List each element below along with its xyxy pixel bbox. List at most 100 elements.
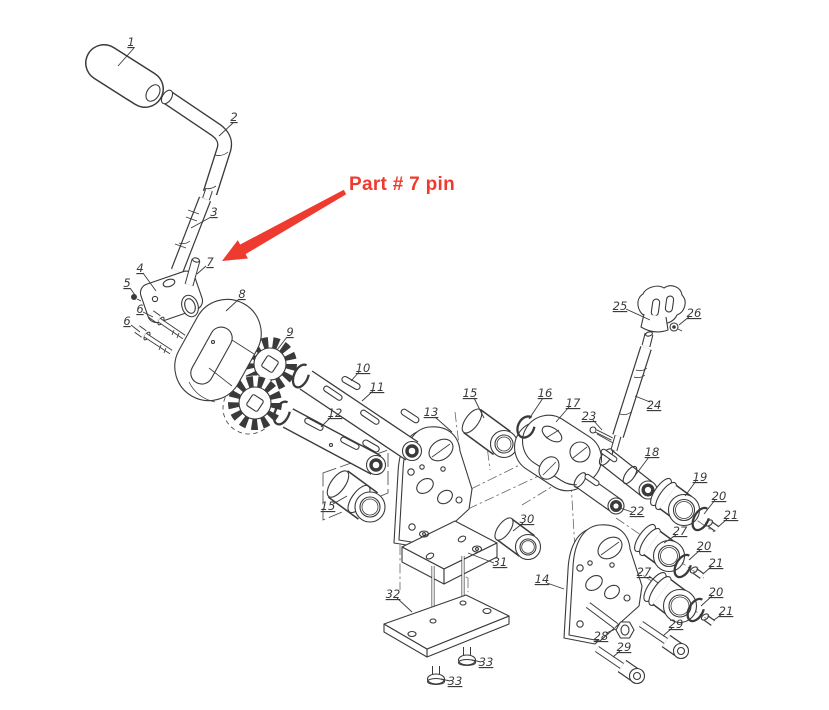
part-label-21: 21: [719, 604, 734, 618]
leader-line-15: [332, 495, 348, 505]
leader-line-20: [703, 499, 716, 515]
part-label-27: 27: [673, 524, 688, 538]
leader-line-21: [717, 518, 728, 528]
part-label-15: 15: [463, 386, 478, 400]
part-label-18: 18: [645, 445, 660, 459]
roller-30: [494, 517, 542, 561]
leader-line-27: [663, 534, 677, 544]
part-label-2: 2: [230, 110, 237, 124]
set-screws-21: [689, 519, 720, 626]
part-label-10: 10: [356, 361, 371, 375]
swivel-block: [514, 414, 602, 492]
part-label-23: 23: [582, 409, 597, 423]
leader-line-15: [473, 397, 485, 419]
leader-line-13: [434, 416, 453, 433]
leader-line-28: [605, 628, 617, 634]
part-label-7: 7: [206, 255, 214, 269]
part-label-28: 28: [594, 629, 609, 643]
leader-line-14: [546, 582, 565, 590]
part-label-20: 20: [712, 489, 727, 503]
leader-line-32: [396, 597, 413, 613]
part-label-22: 22: [630, 504, 645, 518]
leader-line-20: [688, 549, 701, 561]
part-label-25: 25: [613, 299, 628, 313]
annotation-group: Part # 7 pin: [222, 174, 455, 261]
cotter-pin: [589, 426, 614, 444]
short-shaft-22: [573, 472, 625, 515]
leader-line-25: [625, 308, 651, 321]
bolts-pair: [134, 310, 186, 355]
part-label-20: 20: [697, 539, 712, 553]
leader-line-21: [713, 613, 723, 621]
knob-screw: [669, 322, 683, 332]
leader-line-18: [633, 456, 650, 478]
part-label-21: 21: [724, 508, 739, 522]
leader-line-29: [612, 650, 621, 658]
set-screw: [131, 294, 142, 302]
part-label-4: 4: [136, 261, 143, 275]
leader-line-21: [702, 565, 713, 575]
leader-line-22: [619, 507, 633, 513]
handle-grip: [85, 44, 164, 108]
oval-cam-ring: [174, 298, 262, 403]
leader-line-6: [142, 311, 154, 318]
part-label-6: 6: [123, 314, 130, 328]
leader-line-6: [130, 324, 141, 333]
part-label-17: 17: [566, 396, 581, 410]
part-label-11: 11: [370, 380, 385, 394]
flanged-rollers-27: [634, 523, 698, 624]
leader-line-1: [117, 47, 135, 67]
guide-rollers-15: [326, 408, 519, 523]
leader-line-29: [662, 627, 673, 637]
leader-line-19: [684, 480, 697, 497]
pin-part7: [184, 257, 201, 287]
part-label-16: 16: [538, 386, 553, 400]
part-label-1: 1: [127, 35, 134, 49]
part-label-29: 29: [617, 640, 632, 654]
shaft-keys: [341, 375, 420, 453]
part-label-21: 21: [709, 556, 724, 570]
leader-line-10: [350, 371, 360, 382]
leader-line-20: [700, 595, 713, 607]
leader-line-16: [528, 397, 544, 420]
leader-line-26: [678, 315, 691, 326]
annotation-text: Part # 7 pin: [349, 174, 455, 195]
annotation-arrow-icon: [222, 189, 347, 261]
part-label-3: 3: [210, 205, 217, 219]
drive-shaft-18: [598, 448, 658, 500]
part-label-5: 5: [123, 276, 130, 290]
gear-snap-rings: [272, 363, 311, 426]
part-label-20: 20: [709, 585, 724, 599]
base-plate: [383, 594, 510, 658]
leader-line-9: [276, 336, 288, 351]
leader-line-23: [592, 419, 603, 431]
part-label-15: 15: [321, 499, 336, 513]
leader-line-30: [512, 522, 524, 532]
leader-line-7: [196, 265, 207, 275]
snap-rings-20: [673, 506, 711, 623]
leader-line-17: [555, 406, 570, 423]
part-label-29: 29: [669, 617, 684, 631]
leader-line-8: [225, 298, 240, 312]
part-label-30: 30: [520, 512, 535, 526]
leader-line-33: [471, 659, 482, 663]
part-label-26: 26: [687, 306, 702, 320]
part-label-33: 33: [479, 655, 494, 669]
part-label-32: 32: [386, 587, 401, 601]
rubber-feet: [426, 647, 477, 686]
leader-line-5: [129, 287, 136, 296]
leader-line-2: [218, 122, 234, 137]
leader-line-12: [320, 416, 332, 428]
feed-screw-rod: [610, 331, 654, 458]
leader-line-24: [634, 395, 651, 403]
leader-line-11: [361, 390, 374, 402]
part-label-9: 9: [286, 325, 293, 339]
part-label-12: 12: [328, 406, 343, 420]
handle-rod: [160, 89, 233, 196]
hex-bolt-28: [585, 602, 635, 639]
leader-line-3: [190, 216, 212, 229]
upper-shaft: [299, 370, 423, 462]
